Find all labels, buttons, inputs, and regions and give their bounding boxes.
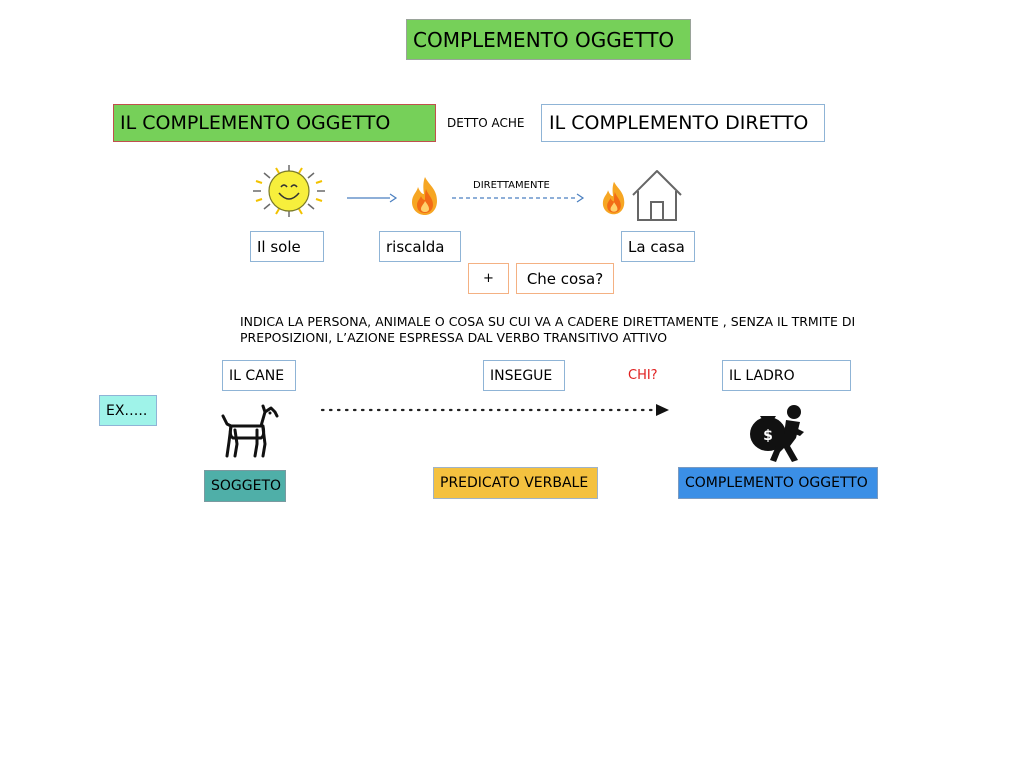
verb-insegue-box: INSEGUE <box>483 360 565 391</box>
dog-subject-box: IL CANE <box>222 360 296 391</box>
predicato-verbale-label: PREDICATO VERBALE <box>433 467 598 499</box>
thief-icon: $ <box>750 405 804 462</box>
chi-question: CHI? <box>628 368 658 383</box>
subject-box: Il sole <box>250 231 324 262</box>
sun-icon <box>253 165 325 217</box>
fire-icon <box>602 181 625 215</box>
direttamente-label: DIRETTAMENTE <box>473 180 550 191</box>
soggetto-label: SOGGETO <box>204 470 286 502</box>
dashed-arrow-icon <box>452 193 585 203</box>
dotted-arrow-icon <box>320 404 669 416</box>
header-detto-ache: DETTO ACHE <box>447 116 525 130</box>
header-complemento-oggetto: IL COMPLEMENTO OGGETTO <box>113 104 436 142</box>
verb-box: riscalda <box>379 231 461 262</box>
header-complemento-diretto: IL COMPLEMENTO DIRETTO <box>541 104 825 142</box>
dog-icon <box>221 404 279 458</box>
plus-box: + <box>468 263 509 294</box>
house-icon <box>632 170 682 221</box>
example-label: EX….. <box>99 395 157 426</box>
arrow-icon <box>347 193 398 203</box>
svg-text:$: $ <box>763 428 773 444</box>
definition-text: INDICA LA PERSONA, ANIMALE O COSA SU CUI… <box>240 314 856 345</box>
fire-icon <box>412 177 437 215</box>
page-title: COMPLEMENTO OGGETTO <box>406 19 691 60</box>
object-box: La casa <box>621 231 695 262</box>
thief-object-box: IL LADRO <box>722 360 851 391</box>
complemento-oggetto-label: COMPLEMENTO OGGETTO <box>678 467 878 499</box>
question-box: Che cosa? <box>516 263 614 294</box>
